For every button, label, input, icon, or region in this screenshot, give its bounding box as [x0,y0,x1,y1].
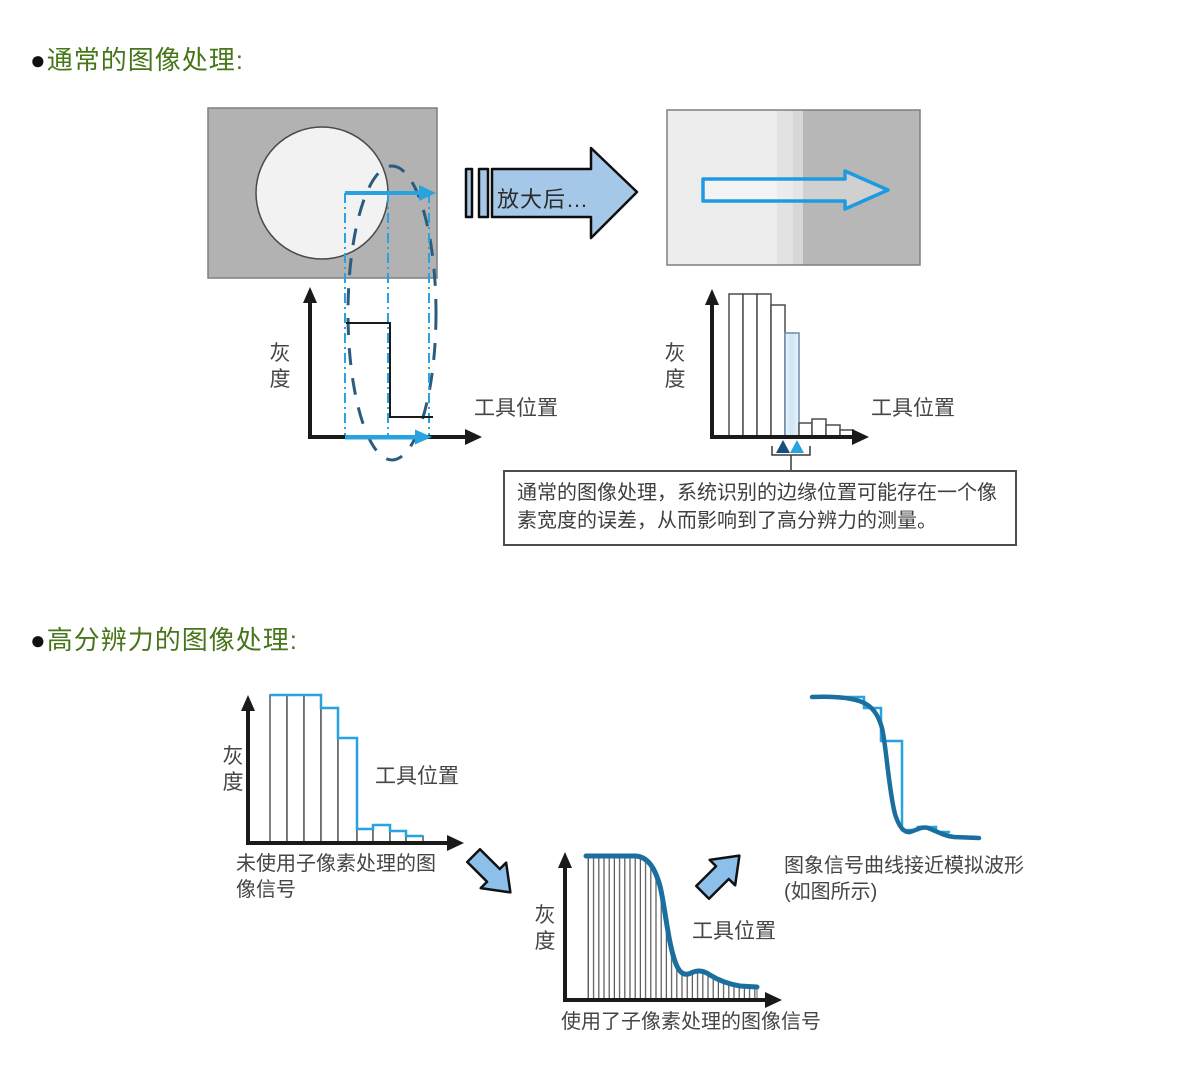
s2-result-caption-line2: (如图所示) [784,881,878,903]
magnify-arrow-label: 放大后… [497,187,590,212]
s2-before-x-axis-label: 工具位置 [375,765,459,788]
section2-title: ●高分辨力的图像处理: [30,625,298,655]
s1-left-x-axis-label: 工具位置 [474,397,558,420]
s2-after-caption: 使用了子像素处理的图像信号 [561,1011,821,1033]
magnified-image [666,109,921,266]
highlight-bar [784,332,800,438]
edge-marker-dark-icon [776,440,790,453]
s2-result-waveform [809,694,982,841]
bullet-icon: ● [30,625,47,655]
s2-before-caption: 未使用子像素处理的图像信号 [236,853,436,901]
guide-lines [344,193,430,438]
s2-after-x-axis-label: 工具位置 [692,920,776,943]
s1-left-y-axis-label: 灰度 [269,342,291,392]
magnify-arrow-icon [464,146,639,240]
s1-right-x-axis-label: 工具位置 [871,397,955,420]
tool-arrow-icon [345,185,436,201]
s1-right-y-axis-label: 灰度 [664,342,686,392]
s2-after-y-axis-label: 灰度 [534,904,556,954]
flow-arrow-up-right-icon [695,854,741,900]
edge-marker-light-icon [790,440,804,453]
bullet-icon: ● [30,45,47,75]
s2-before-y-axis-label: 灰度 [222,745,244,795]
outline-arrow-icon [701,169,890,211]
section1-title: ●通常的图像处理: [30,45,244,75]
flow-arrow-down-right-icon [466,848,512,894]
s2-result-caption-line1: 图象信号曲线接近模拟波形 [784,855,1024,877]
s1-right-chart [705,289,869,470]
note-box: 通常的图像处理，系统识别的边缘位置可能存在一个像素宽度的误差，从而影响到了高分辨… [503,470,1017,546]
s1-left-chart [303,287,482,445]
s2-after-chart [558,852,782,1008]
s2-before-chart [241,693,464,851]
scan-ellipse [346,164,438,462]
bracket [771,446,811,470]
